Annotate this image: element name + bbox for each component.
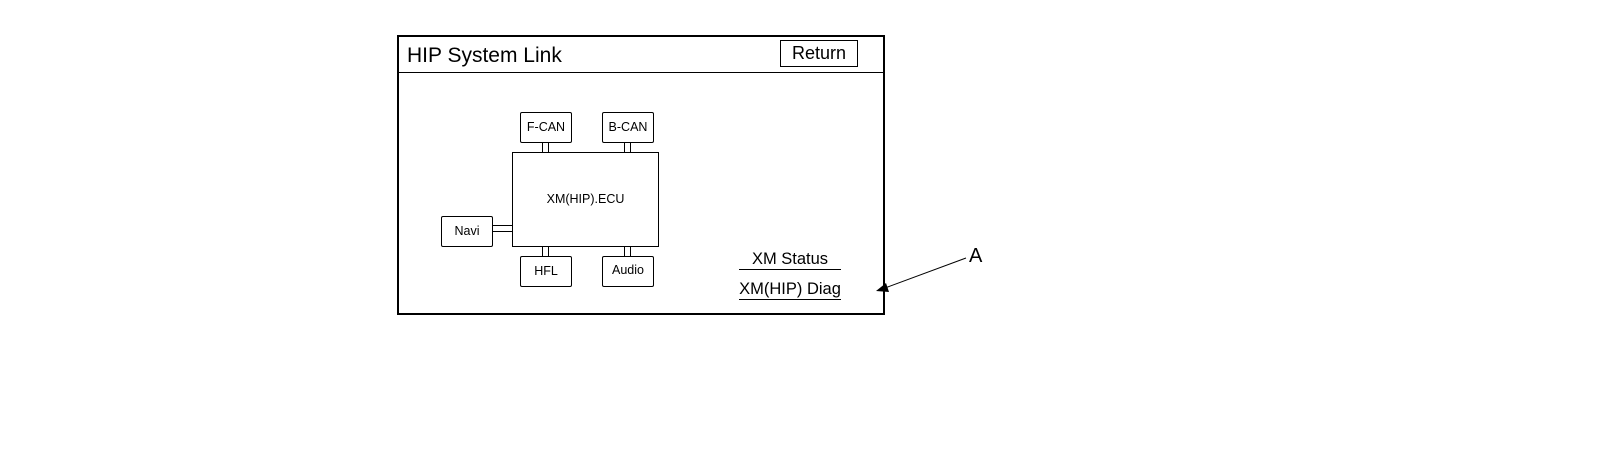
hfl-node: HFL (520, 256, 572, 287)
callout-label-a: A (969, 245, 983, 267)
ecu-label: XM(HIP).ECU (546, 192, 625, 206)
bcan-node: B-CAN (602, 112, 654, 143)
navi-node: Navi (441, 216, 493, 247)
screen-title: HIP System Link (407, 44, 562, 67)
navi-label: Navi (454, 224, 480, 238)
audio-label: Audio (612, 263, 644, 277)
hfl-wire (542, 246, 549, 256)
return-button[interactable]: Return (780, 40, 858, 67)
ecu-block: XM(HIP).ECU (512, 152, 659, 247)
callout-leader-line (884, 257, 967, 289)
hip-system-link-screen: HIP System Link Return F-CAN B-CAN XM(HI… (397, 35, 885, 315)
fcan-wire (542, 142, 549, 152)
fcan-node: F-CAN (520, 112, 572, 143)
menu-item-xm-hip-diag[interactable]: XM(HIP) Diag (739, 280, 841, 300)
header-divider (399, 72, 883, 73)
navi-wire (492, 225, 512, 232)
audio-node: Audio (602, 256, 654, 287)
bcan-wire (624, 142, 631, 152)
callout-arrowhead (876, 283, 889, 292)
menu-item-xm-status[interactable]: XM Status (739, 249, 841, 270)
hfl-label: HFL (534, 264, 558, 278)
bcan-label: B-CAN (608, 120, 648, 134)
fcan-label: F-CAN (526, 120, 566, 134)
audio-wire (624, 246, 631, 256)
